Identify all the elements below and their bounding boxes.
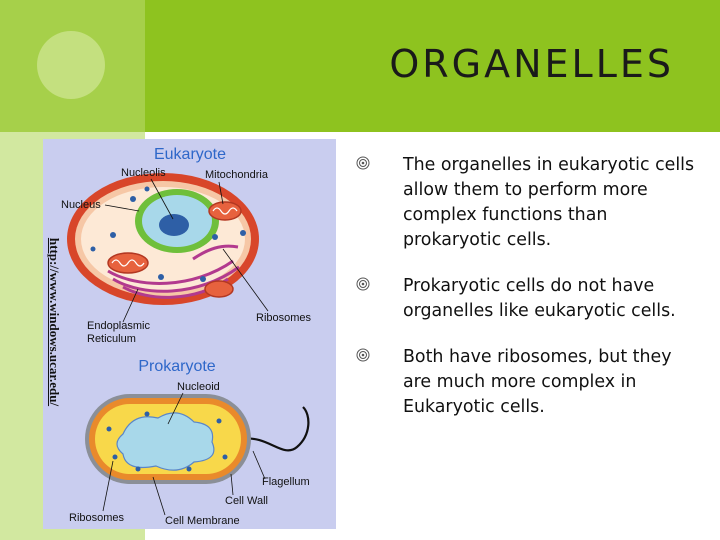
bullet-text: Prokaryotic cells do not have organelles… <box>403 276 676 321</box>
target-bullet-icon <box>356 348 370 362</box>
image-credit-text: http://www.windows.ucar.edu/ <box>47 237 62 407</box>
bullet-text: The organelles in eukaryotic cells allow… <box>403 155 695 250</box>
label-ribosomes-top: Ribosomes <box>256 312 312 324</box>
bullet-text: Both have ribosomes, but they are much m… <box>403 347 672 417</box>
ribosomes-eukaryote <box>90 186 246 282</box>
label-flagellum: Flagellum <box>262 476 310 488</box>
prokaryote-heading: Prokaryote <box>138 358 215 375</box>
label-mitochondria: Mitochondria <box>205 169 269 181</box>
label-er-line2: Reticulum <box>87 333 136 345</box>
label-cell-membrane: Cell Membrane <box>165 515 240 527</box>
ribosomes-prokaryote <box>106 411 228 472</box>
bullet-item: The organelles in eukaryotic cells allow… <box>356 153 696 253</box>
decorative-circle <box>37 31 105 99</box>
prokaryote-leader-lines <box>102 392 266 516</box>
prokaryote-cell <box>85 394 310 484</box>
label-er-line1: Endoplasmic <box>87 320 150 332</box>
nucleus <box>135 189 219 253</box>
target-bullet-icon <box>356 156 370 170</box>
bullet-item: Both have ribosomes, but they are much m… <box>356 345 696 420</box>
eukaryote-heading: Eukaryote <box>154 146 226 163</box>
label-nucleoid: Nucleoid <box>177 381 220 393</box>
bullet-list: The organelles in eukaryotic cells allow… <box>356 153 696 441</box>
image-credit-link[interactable]: http://www.windows.ucar.edu/ <box>44 232 64 412</box>
target-bullet-icon <box>356 277 370 291</box>
cell-diagram-svg: Eukaryote <box>61 146 312 527</box>
eukaryote-leader-lines <box>104 178 269 323</box>
label-cell-wall: Cell Wall <box>225 495 268 507</box>
slide-title: ORGANELLES <box>389 42 674 86</box>
label-ribosomes-bottom: Ribosomes <box>69 512 125 524</box>
mitochondria <box>107 201 242 298</box>
bullet-item: Prokaryotic cells do not have organelles… <box>356 274 696 324</box>
label-nucleus: Nucleus <box>61 199 101 211</box>
label-nucleolis: Nucleolis <box>121 167 166 179</box>
cell-diagram: Eukaryote <box>43 139 336 529</box>
